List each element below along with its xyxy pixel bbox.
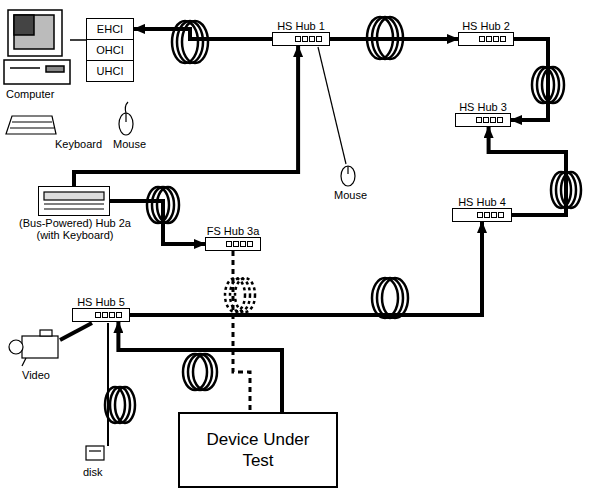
hub-port: [497, 117, 503, 123]
usb-cable: [130, 222, 482, 315]
usb-cable: [233, 251, 250, 412]
hub-port: [302, 36, 308, 42]
hub-port: [102, 312, 108, 318]
hub-port: [247, 241, 253, 247]
host-controller-box: EHCIOHCIUHCI: [86, 18, 134, 82]
hub-port: [316, 36, 322, 42]
device-name: Device Under Test: [200, 429, 316, 471]
video-camera-icon: [9, 330, 58, 366]
device-label: Mouse: [113, 138, 146, 150]
hub-port: [483, 117, 489, 123]
hub-port: [498, 212, 504, 218]
cable-coil: [188, 354, 212, 390]
keyboard-hub: (Bus-Powered) Hub 2a (with Keyboard): [38, 186, 110, 216]
hub-port: [109, 312, 115, 318]
hub-port: [240, 241, 246, 247]
device-label: Computer: [6, 88, 54, 100]
usb-cable: [74, 46, 298, 186]
usb-cable: [330, 37, 458, 41]
hub-box: HS Hub 3: [455, 113, 511, 127]
hub-port: [116, 312, 122, 318]
keyboard-hub-icon: [44, 192, 104, 209]
cable-coil: [382, 278, 408, 318]
device-label: Keyboard: [55, 138, 102, 150]
controller-name: UHCI: [87, 61, 133, 81]
mouse-cable: [318, 47, 346, 164]
usb-cable: [134, 29, 272, 39]
hub-name: (Bus-Powered) Hub 2a (with Keyboard): [8, 217, 143, 241]
hub-name: HS Hub 5: [77, 296, 125, 308]
hub-port: [295, 36, 301, 42]
keyboard-icon: [6, 116, 56, 134]
computer-icon: [4, 10, 86, 84]
video-cable: [60, 323, 92, 340]
hub-name: FS Hub 3a: [207, 225, 260, 237]
hub-port: [226, 241, 232, 247]
device-label: Mouse: [334, 189, 367, 201]
hub-name: HS Hub 1: [277, 20, 325, 32]
usb-cable: [118, 322, 282, 412]
controller-name: EHCI: [87, 19, 133, 40]
hub-name: HS Hub 2: [462, 20, 510, 32]
cable-coil: [542, 67, 564, 103]
hub-port: [490, 117, 496, 123]
disk-icon: [86, 446, 104, 460]
cable-coil: [235, 278, 255, 312]
hub-port: [476, 117, 482, 123]
cable-coil: [193, 354, 217, 390]
hub-port: [309, 36, 315, 42]
hub-box: HS Hub 2: [458, 32, 514, 46]
hub-box: FS Hub 3a: [205, 237, 261, 251]
controller-name: OHCI: [87, 40, 133, 61]
hub-port: [486, 36, 492, 42]
mouse-icon: [341, 166, 355, 186]
hub-port: [500, 36, 506, 42]
device-box: Device Under Test: [178, 412, 338, 488]
hub-port: [95, 312, 101, 318]
disk-cable: [107, 323, 109, 446]
cable-coil: [115, 387, 135, 423]
device-label: Video: [22, 369, 50, 381]
hub-box: HS Hub 4: [452, 208, 512, 222]
hub-port: [477, 212, 483, 218]
cable-coils: [105, 17, 581, 423]
hub-port: [491, 212, 497, 218]
hub-name: HS Hub 4: [458, 196, 506, 208]
hub-port: [484, 212, 490, 218]
hub-port: [233, 241, 239, 247]
hub-box: HS Hub 1: [272, 32, 330, 46]
hub-port: [493, 36, 499, 42]
hub-name: HS Hub 3: [459, 101, 507, 113]
cable-coil: [110, 387, 130, 423]
hub-port: [479, 36, 485, 42]
cable-coil: [157, 187, 179, 223]
usb-cable: [511, 39, 548, 120]
mouse-icon: [119, 102, 133, 135]
hub-box: HS Hub 5: [72, 308, 130, 322]
device-label: disk: [83, 466, 103, 478]
